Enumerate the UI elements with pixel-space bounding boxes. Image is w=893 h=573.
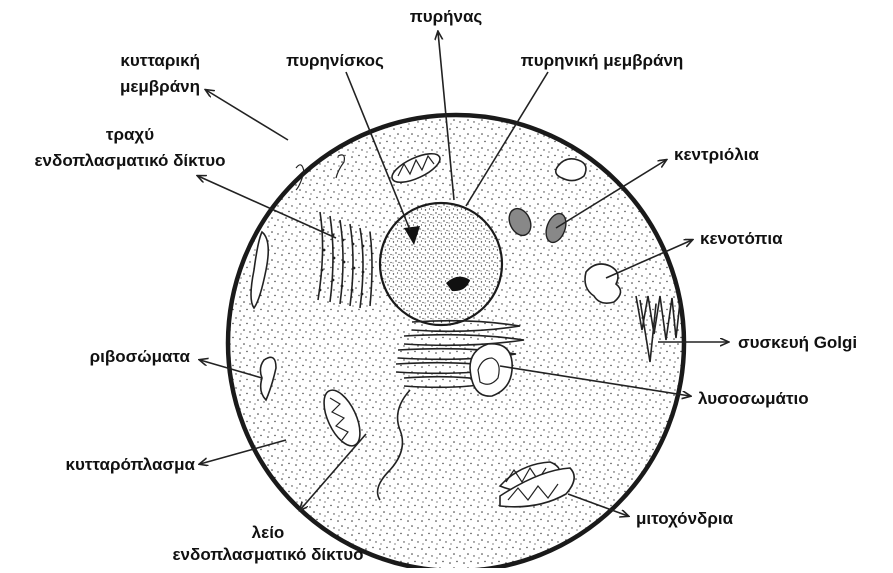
label-nuclear-membrane: πυρηνική μεμβράνη (521, 51, 684, 70)
label-smooth-er-line1: λείο (252, 523, 285, 542)
label-smooth-er-line2: ενδοπλασματικό δίκτυο (172, 545, 363, 564)
label-nucleus: πυρήνας (410, 7, 483, 26)
label-cell-membrane-line2: μεμβράνη (120, 77, 200, 96)
label-centrioles: κεντριόλια (674, 145, 759, 164)
label-lysosome: λυσοσωμάτιο (698, 389, 809, 408)
label-rough-er-line1: τραχύ (106, 125, 154, 144)
label-cytoplasm: κυτταρόπλασμα (65, 455, 195, 474)
cell-membrane-shape (228, 115, 684, 568)
arrow-cell-membrane (206, 90, 288, 140)
label-mitochondria: μιτοχόνδρια (636, 509, 734, 528)
label-golgi: συσκευή Golgi (738, 333, 857, 352)
label-vacuoles: κενοτόπια (700, 229, 783, 248)
nucleus-shape (380, 203, 502, 325)
label-rough-er-line2: ενδοπλασματικό δίκτυο (34, 151, 225, 170)
label-cell-membrane-line1: κυτταρική (120, 51, 200, 70)
label-nucleolus: πυρηνίσκος (286, 51, 384, 70)
label-ribosomes: ριβοσώματα (90, 347, 191, 366)
